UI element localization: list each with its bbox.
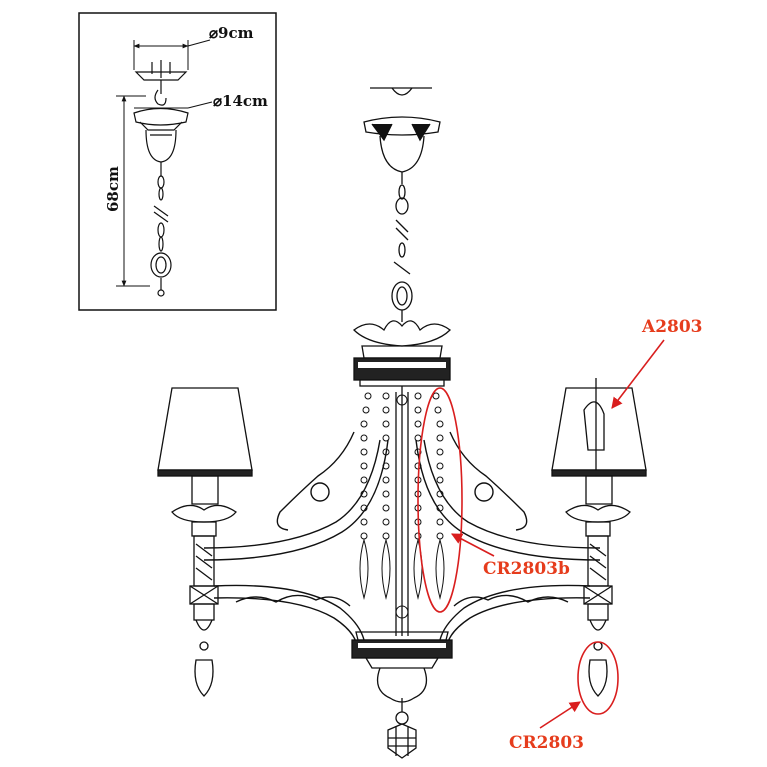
- mounting-detail-inset: ⌀9cm ⌀14cm 68cm: [78, 12, 277, 311]
- ceiling-mount: [363, 87, 441, 184]
- central-column: [395, 386, 409, 636]
- inset-frame: [78, 12, 277, 311]
- top-crown: [353, 320, 451, 387]
- dim-label-canopy-large: ⌀14cm: [213, 92, 268, 110]
- bead-strand: [381, 392, 391, 600]
- highlight-crystal-drop: [577, 641, 619, 715]
- callout-arrow-crystal-drop: [539, 701, 581, 729]
- inset-dimensions: [116, 39, 213, 287]
- lamp-shade: [551, 378, 647, 477]
- upper-arms: [203, 431, 601, 561]
- chain: [391, 184, 413, 322]
- callout-arrow-shade: [611, 339, 665, 409]
- callout-label-shade: A2803: [641, 317, 703, 337]
- left-light: [157, 387, 253, 697]
- annotations: A2803 CR2803b CR2803: [417, 317, 703, 753]
- lower-arms: [213, 584, 591, 643]
- dim-label-height: 68cm: [104, 166, 122, 212]
- inset-chain: [150, 162, 172, 297]
- bottom-hub: [351, 631, 453, 759]
- callout-label-crystal-drop: CR2803: [509, 733, 584, 753]
- callout-label-bead-strand: CR2803b: [483, 559, 570, 579]
- callout-arrow-bead-strand: [451, 533, 495, 557]
- highlight-bead-strand: [417, 387, 463, 613]
- lamp-shade: [157, 387, 253, 477]
- right-light: [551, 378, 647, 697]
- dim-label-canopy-small: ⌀9cm: [209, 24, 254, 42]
- bead-strands: [359, 392, 445, 619]
- inset-canopy: [133, 60, 189, 163]
- chandelier: [157, 87, 647, 759]
